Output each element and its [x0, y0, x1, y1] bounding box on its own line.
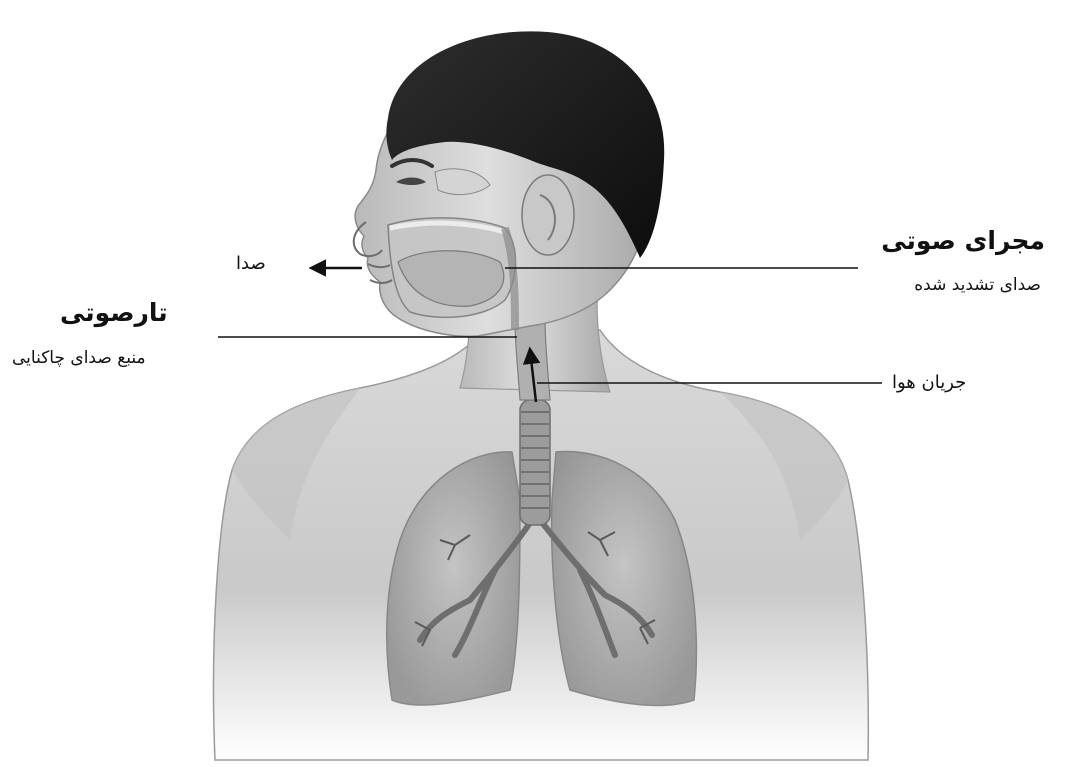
ear	[522, 175, 574, 255]
vocal-tract-sublabel: صدای تشدید شده	[914, 275, 1041, 295]
vocal-tract-label: مجرای صوتی	[881, 226, 1045, 255]
vocal-cords-sublabel: منبع صدای چاکنایی	[12, 348, 146, 368]
vocal-cords-label: تارصوتی	[60, 298, 168, 327]
sound-label: صدا	[236, 253, 266, 274]
airflow-label: جریان هوا	[892, 372, 966, 393]
larynx	[515, 320, 550, 400]
trachea	[520, 400, 550, 525]
